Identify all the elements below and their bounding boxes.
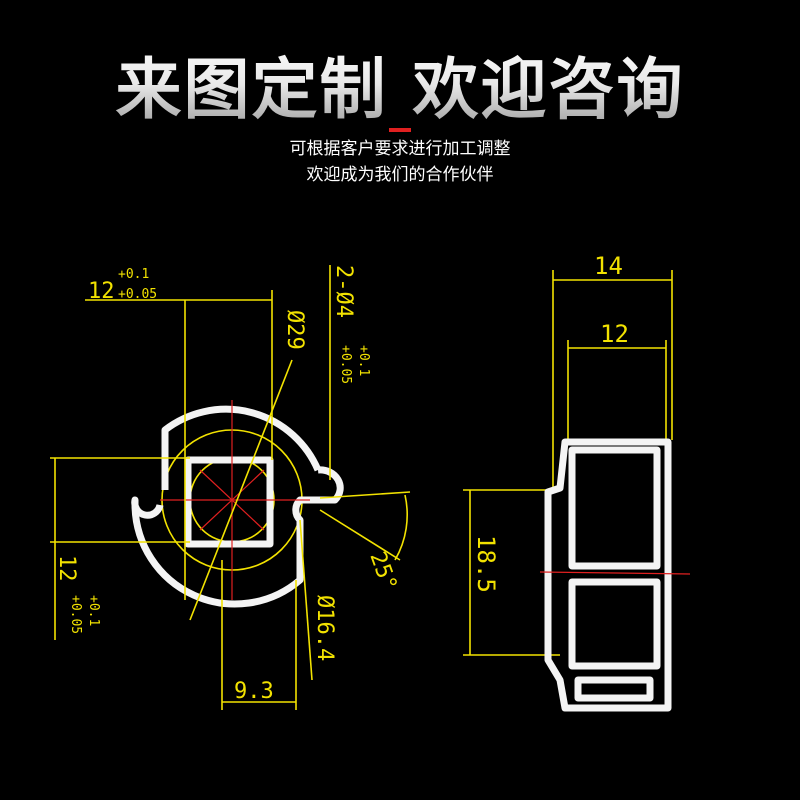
dim-inner-width: 12 (600, 320, 629, 348)
subtitle-line-1: 可根据客户要求进行加工调整 (289, 139, 511, 159)
upper-cavity (568, 446, 661, 570)
dim-hole-tol-lower: +0.05 (338, 345, 353, 384)
dim-left-height-tol-upper: +0.1 (86, 595, 101, 626)
profile-outline (131, 405, 344, 608)
dim-top-width-tol-upper: +0.1 (118, 267, 149, 282)
title-accent-bar (389, 128, 411, 132)
dim-height: 18.5 (472, 535, 500, 593)
dim-offset: 9.3 (234, 679, 274, 704)
dim-hole-tol-upper: +0.1 (356, 345, 371, 376)
dim-hole-spec: 2-Ø4 (331, 265, 356, 318)
subtitle-line-2: 欢迎成为我们的合作伙伴 (306, 165, 494, 185)
dim-angle: 25° (364, 549, 401, 595)
lower-cavity (568, 578, 661, 670)
dim-top-width-tol-lower: +0.05 (118, 287, 157, 302)
dim-left-height-tol-lower: +0.05 (68, 595, 83, 634)
dim-outer-diameter: Ø29 (282, 310, 307, 350)
dim-left-height: 12 (54, 555, 79, 582)
right-view: 14 12 18.5 (463, 252, 691, 712)
dim-top-width: 12 (88, 279, 115, 304)
dim-inner-diameter: Ø16.4 (312, 595, 337, 661)
bottom-slot (574, 676, 654, 702)
side-profile-outline (544, 438, 672, 712)
page-title: 来图定制 欢迎咨询 (0, 36, 800, 132)
left-view: 12 +0.1 +0.05 Ø29 2-Ø4 +0.1 +0.05 12 +0.… (50, 265, 411, 710)
square-bore (184, 456, 274, 548)
dim-overall-width: 14 (594, 252, 623, 280)
